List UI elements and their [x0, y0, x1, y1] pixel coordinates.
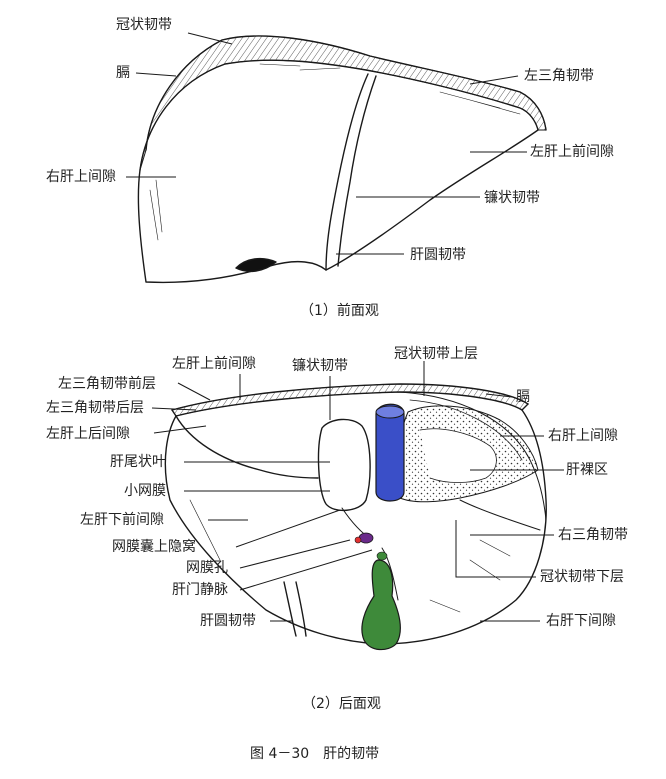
posterior-leader-lines — [151, 361, 564, 622]
label-hepatic-portal-vein: 肝门静脉 — [172, 582, 228, 598]
figure-caption: 图 4－30 肝的韧带 — [250, 746, 380, 762]
label-left-suprahepatic-anterior-space-posterior: 左肝上前间隙 — [172, 356, 256, 372]
label-left-triangular-ligament: 左三角韧带 — [524, 68, 594, 84]
label-right-triangular-ligament: 右三角韧带 — [558, 527, 628, 543]
label-left-infrahepatic-anterior-space: 左肝下前间隙 — [80, 512, 164, 528]
hepatic-portal-structures — [354, 532, 388, 561]
label-coronary-ligament-lower-layer: 冠状韧带下层 — [540, 569, 624, 585]
label-falciform-ligament: 镰状韧带 — [484, 190, 540, 206]
label-right-suprahepatic-space-posterior: 右肝上间隙 — [548, 428, 618, 444]
label-diaphragm-posterior: 膈 — [516, 389, 530, 405]
diaphragm-band — [139, 35, 547, 171]
anterior-view-drawing — [137, 35, 547, 284]
label-round-ligament-posterior: 肝圆韧带 — [200, 613, 256, 629]
label-caudate-lobe: 肝尾状叶 — [110, 454, 166, 470]
gallbladder — [361, 559, 401, 651]
falciform-ligament — [325, 73, 369, 271]
round-ligament — [283, 581, 307, 637]
label-left-triangular-anterior-layer: 左三角韧带前层 — [58, 376, 156, 392]
anterior-view-caption: （1）前面观 — [300, 303, 379, 319]
label-left-suprahepatic-posterior-space: 左肝上后间隙 — [46, 426, 130, 442]
posterior-view-caption: （2）后面观 — [302, 696, 381, 712]
label-left-triangular-posterior-layer: 左三角韧带后层 — [46, 400, 144, 416]
inferior-border — [325, 129, 539, 271]
label-falciform-ligament-posterior: 镰状韧带 — [292, 358, 348, 374]
label-right-infrahepatic-space: 右肝下间隙 — [546, 613, 616, 629]
label-bare-area: 肝裸区 — [566, 462, 608, 478]
label-lesser-omentum: 小网膜 — [124, 483, 166, 499]
label-epiploic-foramen: 网膜孔 — [186, 560, 228, 576]
label-right-suprahepatic-space: 右肝上间隙 — [46, 169, 116, 185]
fissure-notch — [235, 257, 277, 273]
right-lobe-outline — [137, 169, 327, 284]
label-coronary-ligament-upper-layer: 冠状韧带上层 — [394, 346, 478, 362]
label-omental-bursa-superior-recess: 网膜囊上隐窝 — [112, 539, 196, 555]
label-left-suprahepatic-anterior-space: 左肝上前间隙 — [530, 144, 614, 160]
label-round-ligament: 肝圆韧带 — [410, 247, 466, 263]
label-diaphragm: 膈 — [116, 65, 130, 81]
inferior-vena-cava — [375, 403, 405, 502]
anterior-leader-lines — [126, 32, 527, 255]
label-coronary-ligament: 冠状韧带 — [116, 17, 172, 33]
caudate-lobe — [317, 418, 371, 511]
posterior-view-drawing — [164, 383, 547, 645]
